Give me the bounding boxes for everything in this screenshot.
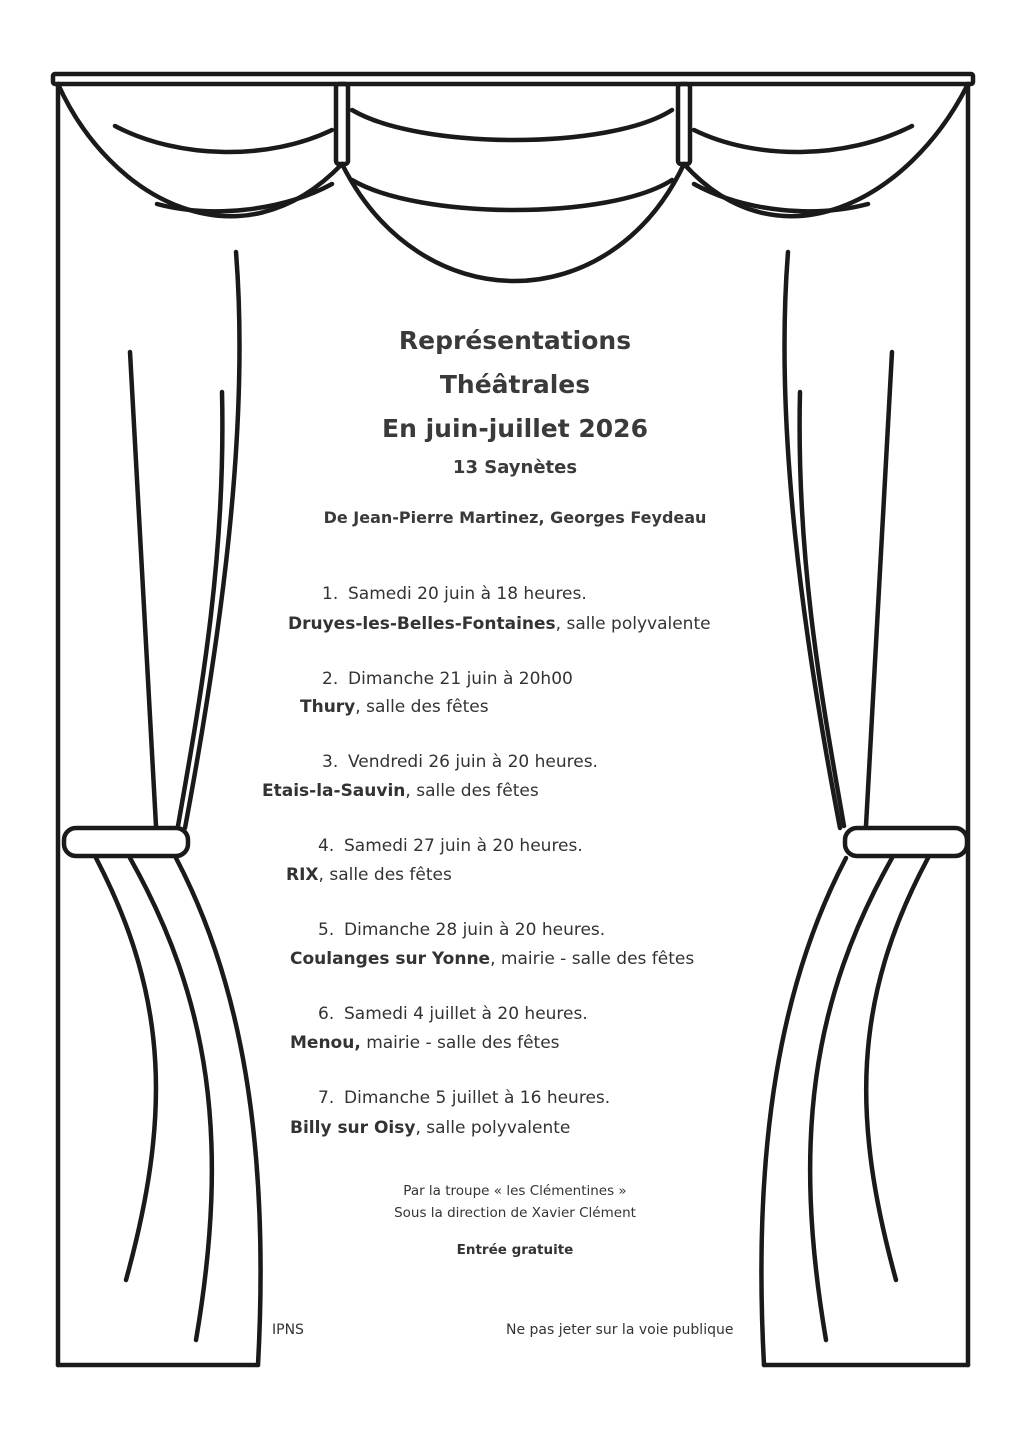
event-place: Thury [300, 697, 356, 717]
left-drape-lower-2 [127, 855, 215, 1343]
left-tieback [61, 825, 191, 859]
event-number: 3. [322, 752, 339, 772]
event-place: Etais-la-Sauvin [262, 781, 406, 801]
event-number: 1. [322, 584, 339, 604]
curtain-rod [50, 71, 976, 87]
left-drape-lower-3 [173, 855, 263, 1368]
event-place: RIX [286, 865, 319, 885]
event-date: Samedi 27 juin à 20 heures. [344, 836, 583, 856]
event-venue: , salle polyvalente [415, 1118, 571, 1138]
event-place: Billy sur Oisy [290, 1118, 416, 1138]
event-venue: , salle des fêtes [355, 697, 489, 717]
swag-left-fold-1 [112, 123, 335, 155]
event-number: 6. [318, 1004, 335, 1024]
swag-center-outer [339, 161, 687, 284]
entry-free: Entrée gratuite [456, 1242, 574, 1258]
left-drape-fold-2 [175, 389, 225, 829]
event-venue: , salle des fêtes [318, 865, 452, 885]
event-number: 7. [318, 1088, 335, 1108]
right-drape-fold-1 [863, 349, 895, 829]
event-venue: , salle polyvalente [555, 614, 711, 634]
footer-ipns: IPNS [272, 1322, 304, 1338]
left-drape-fold-1 [127, 349, 159, 829]
event-place: Druyes-les-Belles-Fontaines [288, 614, 556, 634]
title-line-3: En juin-juillet 2026 [382, 414, 648, 443]
direction-line: Sous la direction de Xavier Clément [394, 1205, 636, 1221]
subtitle: 13 Saynètes [452, 457, 578, 478]
footer-notice: Ne pas jeter sur la voie publique [506, 1322, 734, 1338]
event-date: Samedi 4 juillet à 20 heures. [344, 1004, 588, 1024]
right-drape-lower-3 [759, 855, 849, 1368]
swag-right-fold-2 [691, 181, 871, 214]
right-drape-lower-2 [807, 855, 895, 1343]
authors-line: De Jean-Pierre Martinez, Georges Feydeau [323, 508, 707, 527]
event-number: 5. [318, 920, 335, 940]
curtain-ring-left [333, 81, 351, 167]
right-drape-lower-1 [864, 855, 931, 1283]
left-drape-lower-1 [93, 855, 159, 1283]
title-line-2: Théâtrales [439, 370, 591, 399]
event-date: Dimanche 28 juin à 20 heures. [344, 920, 606, 940]
swag-right-fold-1 [691, 123, 915, 155]
title-line-1: Représentations [398, 326, 632, 355]
event-venue: , mairie - salle des fêtes [490, 949, 695, 969]
event-number: 4. [318, 836, 335, 856]
swag-center-fold-2 [349, 177, 675, 213]
troupe-line: Par la troupe « les Clémentines » [403, 1183, 627, 1199]
left-drape-inner-upper [182, 249, 242, 831]
event-place: Menou, [290, 1033, 361, 1053]
right-tieback [842, 825, 970, 859]
event-date: Dimanche 5 juillet à 16 heures. [344, 1088, 611, 1108]
right-drape-inner-upper [782, 249, 843, 831]
swag-center-fold-1 [349, 107, 675, 143]
right-drape-fold-2 [797, 389, 847, 829]
event-place: Coulanges sur Yonne [290, 949, 491, 969]
event-date: Dimanche 21 juin à 20h00 [348, 669, 573, 689]
swag-left-fold-2 [154, 181, 335, 214]
event-venue: , salle des fêtes [405, 781, 539, 801]
event-date: Vendredi 26 juin à 20 heures. [348, 752, 598, 772]
event-venue: mairie - salle des fêtes [360, 1033, 560, 1053]
event-number: 2. [322, 669, 339, 689]
curtain-ring-right [675, 81, 693, 167]
event-date: Samedi 20 juin à 18 heures. [348, 584, 587, 604]
